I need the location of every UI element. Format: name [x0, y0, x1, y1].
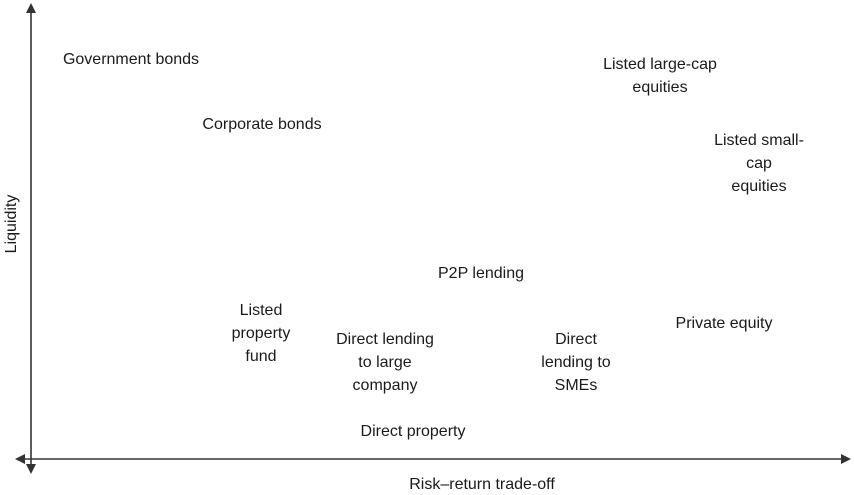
- label-direct-property: Direct property: [360, 423, 466, 440]
- label-listed-small-cap-equities: Listed small-cap equities: [714, 132, 804, 195]
- label-corporate-bonds: Corporate bonds: [202, 116, 322, 133]
- label-government-bonds: Government bonds: [62, 51, 200, 68]
- y-axis-arrow-bottom: [26, 464, 36, 474]
- y-axis-arrow-top: [26, 3, 36, 13]
- label-direct-lending-large-company: Direct lending to large company: [336, 331, 434, 394]
- label-p2p-lending: P2P lending: [438, 265, 524, 282]
- x-axis-arrow-left: [15, 454, 25, 464]
- x-axis-arrow-right: [841, 454, 851, 464]
- label-direct-lending-smes: Direct lending to SMEs: [541, 331, 611, 394]
- x-axis-title: Risk–return trade-off: [409, 476, 555, 493]
- label-listed-property-fund: Listed property fund: [231, 302, 291, 365]
- label-listed-large-cap-equities: Listed large-cap equities: [603, 56, 717, 96]
- label-private-equity: Private equity: [675, 315, 773, 332]
- y-axis-title: Liquidity: [3, 194, 20, 254]
